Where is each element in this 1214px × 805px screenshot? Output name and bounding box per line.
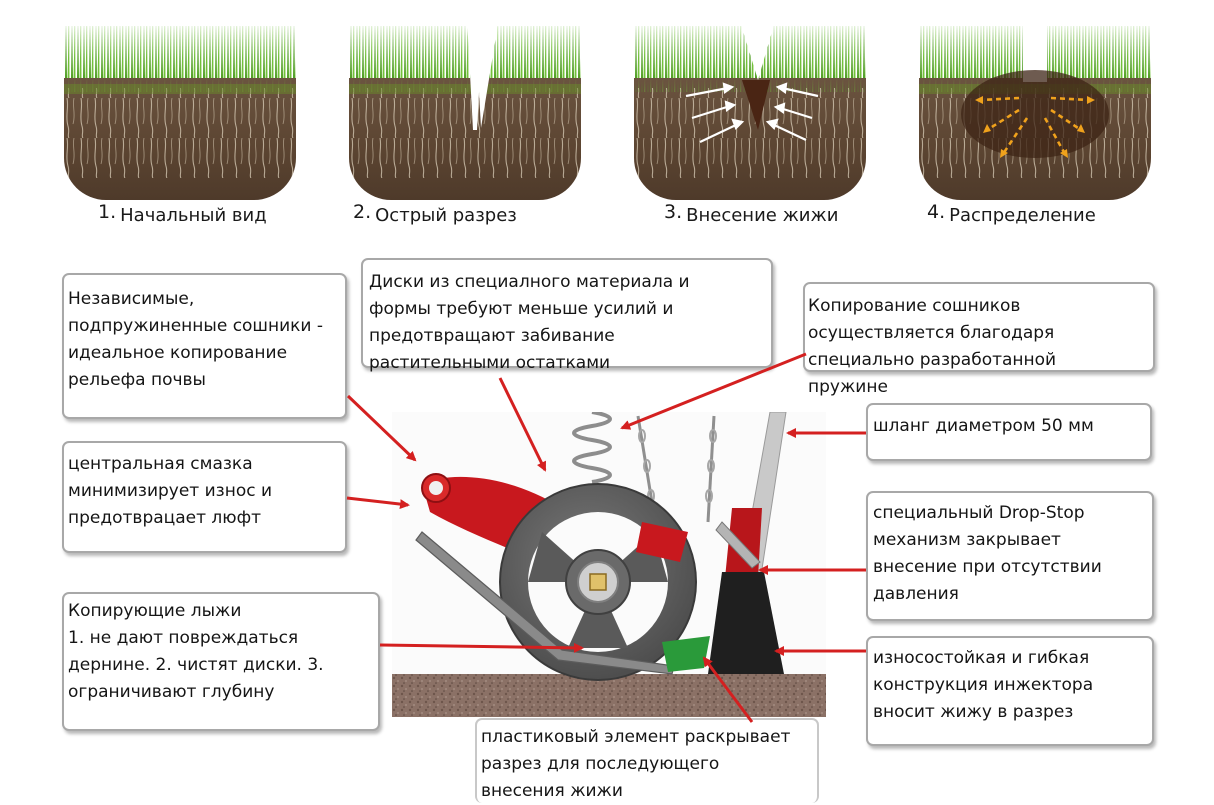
- stage-label: Внесение жижи: [686, 205, 839, 226]
- stage-number: 3.: [664, 201, 683, 223]
- stage-2-tile: [349, 18, 581, 200]
- soil-injection-icon: [634, 18, 866, 200]
- callout-plastic-text: пластиковый элемент раскрывает разрез дл…: [481, 727, 791, 801]
- callout-box-skis: [62, 592, 380, 731]
- callout-box-dropstop: [866, 491, 1154, 621]
- stage-label: Распределение: [949, 205, 1096, 226]
- callout-injector-text: износостойкая и гибкая конструкция инжек…: [873, 648, 1094, 722]
- callout-box-plastic: [475, 718, 819, 803]
- callout-lubrication-text: центральная смазка минимизирует износ и …: [68, 454, 273, 528]
- callout-box-coulters: [62, 273, 347, 419]
- callout-box-spring: [803, 282, 1155, 372]
- callout-box-hose: [866, 403, 1152, 461]
- stage-3-caption: 3.Внесение жижи: [664, 201, 839, 226]
- callout-dropstop-text: специальный Drop-Stop механизм закрывает…: [873, 503, 1102, 604]
- soil-intact-icon: [64, 26, 296, 200]
- stage-2-caption: 2.Острый разрез: [353, 201, 517, 226]
- callout-box-discs: [361, 258, 773, 368]
- stage-1-caption: 1.Начальный вид: [98, 201, 267, 226]
- callout-box-injector: [866, 636, 1154, 746]
- stage-label: Острый разрез: [375, 205, 517, 226]
- callout-box-lubrication: [62, 441, 347, 553]
- callout-hose-text: шланг диаметром 50 мм: [873, 416, 1094, 436]
- stage-number: 2.: [353, 201, 372, 223]
- callout-skis-text: Копирующие лыжи 1. не дают повреждаться …: [68, 601, 324, 702]
- stage-1-tile: [64, 18, 296, 200]
- callout-spring-text: Копирование сошников осуществляется благ…: [808, 296, 1057, 397]
- stage-number: 4.: [927, 201, 946, 223]
- callout-discs-text: Диски из специалного материала и формы т…: [369, 272, 690, 373]
- soil-distribution-icon: [919, 18, 1151, 200]
- injector-machine-illustration: [392, 412, 826, 717]
- callout-coulters-text: Независимые, подпружиненные сошники - ид…: [68, 289, 324, 390]
- soil-cut-icon: [349, 18, 581, 200]
- stage-label: Начальный вид: [120, 205, 267, 226]
- stage-number: 1.: [98, 201, 117, 223]
- stage-3-tile: [634, 18, 866, 200]
- stage-4-tile: [919, 18, 1151, 200]
- stage-4-caption: 4.Распределение: [927, 201, 1096, 226]
